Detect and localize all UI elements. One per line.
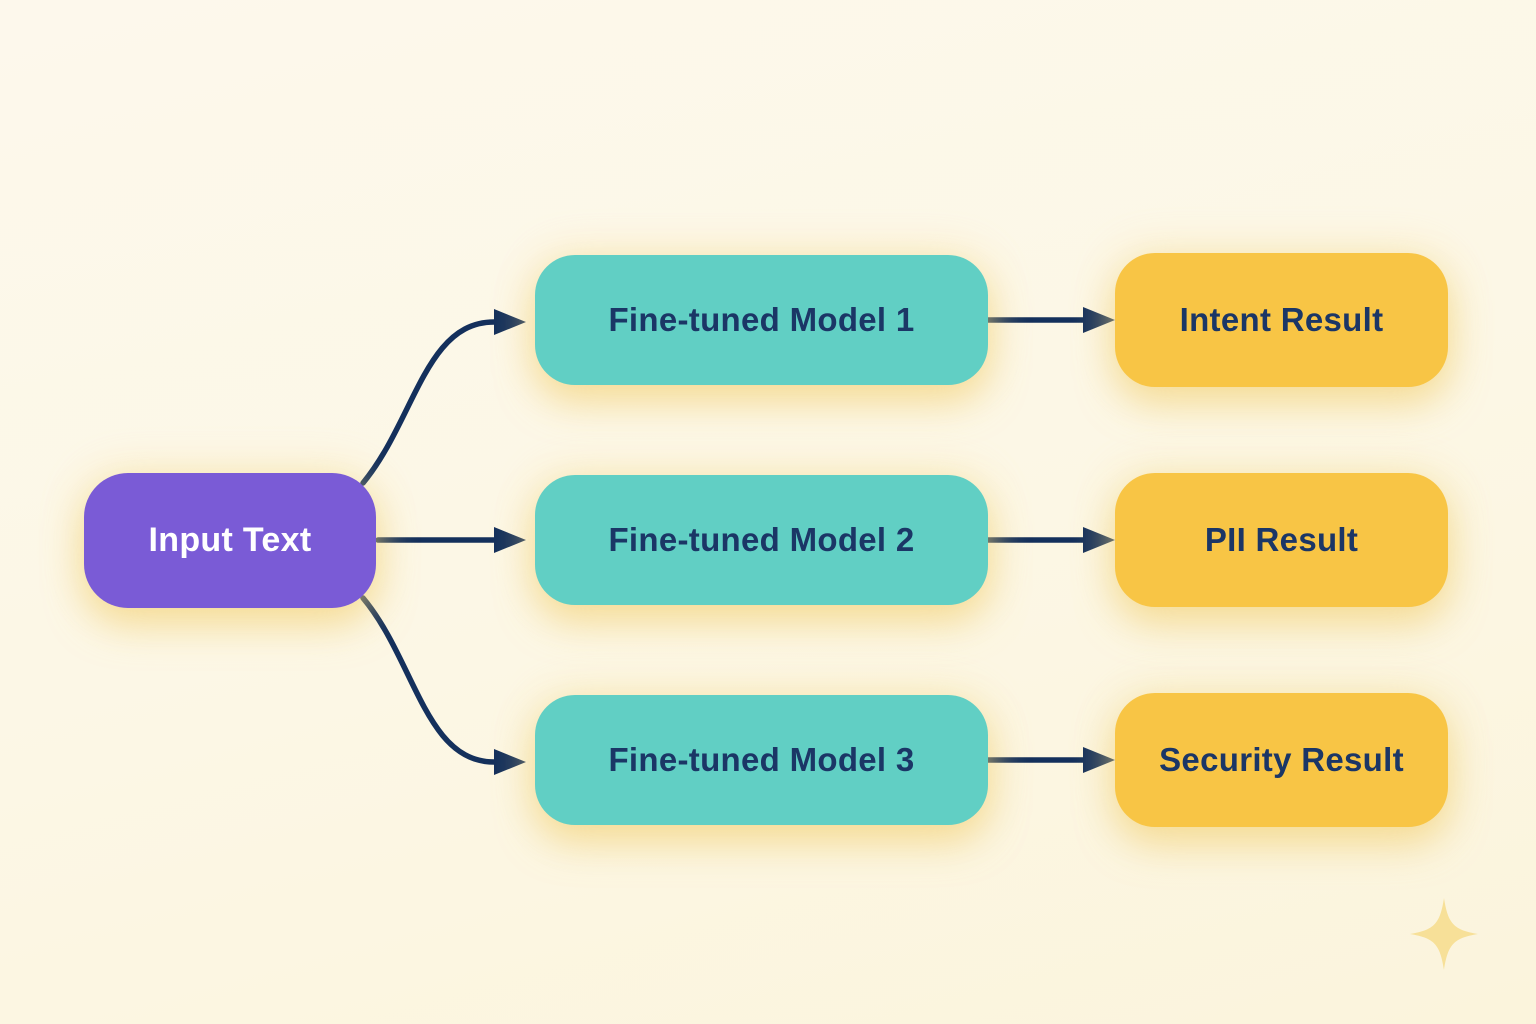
arrowhead-model-3-to-security-result — [1083, 747, 1115, 773]
fine-tuned-model-2-node: Fine-tuned Model 2 — [535, 475, 988, 605]
fine-tuned-model-3-label: Fine-tuned Model 3 — [608, 741, 915, 778]
arrowhead-model-2-to-pii-result — [1083, 527, 1115, 553]
edge-input-to-model-1 — [360, 319, 497, 486]
fine-tuned-model-3-node: Fine-tuned Model 3 — [535, 695, 988, 825]
arrowhead-input-to-model-3 — [494, 749, 526, 775]
edge-input-to-model-3 — [360, 595, 497, 765]
pii-result-node: PII Result — [1115, 473, 1448, 607]
arrowhead-input-to-model-2 — [494, 527, 526, 553]
fine-tuned-model-1-label: Fine-tuned Model 1 — [608, 301, 915, 338]
fine-tuned-model-2-label: Fine-tuned Model 2 — [608, 521, 915, 558]
input-text-node: Input Text — [84, 473, 376, 608]
arrowhead-model-1-to-intent-result — [1083, 307, 1115, 333]
sparkle-icon — [1410, 898, 1478, 970]
security-result-label: Security Result — [1159, 741, 1404, 778]
intent-result-node: Intent Result — [1115, 253, 1448, 387]
security-result-node: Security Result — [1115, 693, 1448, 827]
intent-result-label: Intent Result — [1179, 301, 1384, 338]
fine-tuned-model-1-node: Fine-tuned Model 1 — [535, 255, 988, 385]
input-text-label: Input Text — [148, 521, 312, 559]
pii-result-label: PII Result — [1204, 521, 1359, 558]
arrowhead-input-to-model-1 — [494, 309, 526, 335]
